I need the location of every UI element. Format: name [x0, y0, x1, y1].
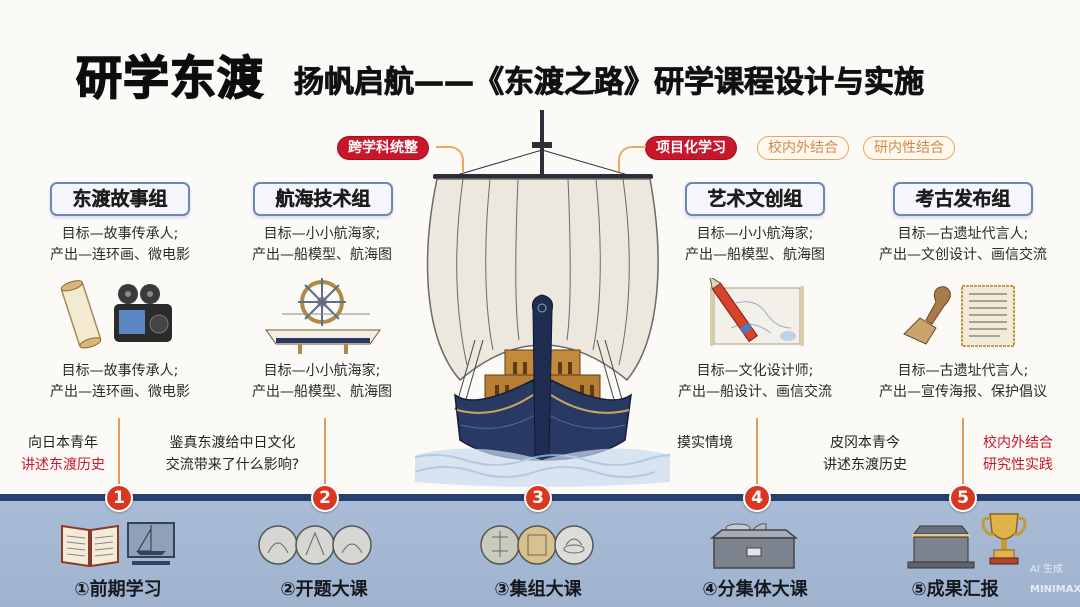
step-1-line [118, 418, 120, 486]
step-3-label: ③集组大课 [494, 579, 582, 600]
group-box-story: 东渡故事组 [50, 182, 190, 216]
group-art-bottom-desc: 目标—文化设计师; 产出—船设计、画信交流 [678, 363, 832, 400]
brand-watermark: MINIMAX [1030, 584, 1080, 595]
step-1-label: ①前期学习 [74, 579, 162, 600]
step-3-badge: 3 [524, 484, 552, 512]
step-2-label: ②开题大课 [280, 579, 368, 600]
ship-illustration [415, 110, 670, 490]
group-story-bottom-desc: 目标—故事传承人; 产出—连环画、微电影 [50, 363, 190, 400]
group-navigation-note: 鉴真东渡给中日文化 交流带来了什么影响? [165, 435, 300, 473]
group-box-art: 艺术文创组 [685, 182, 825, 216]
step-5-label: ⑤成果汇报 [911, 579, 999, 600]
group-navigation-bottom-desc: 目标—小小航海家; 产出—船模型、航海图 [252, 363, 392, 400]
tag-school-combo: 校内外结合 [757, 136, 849, 160]
group-story-note: 向日本青年 讲述东渡历史 [21, 435, 105, 473]
open-book-icon [60, 522, 120, 568]
group-archaeology-top-desc: 目标—古遗址代言人; 产出—文创设计、画信交流 [879, 226, 1047, 263]
manuscript-icon [960, 284, 1016, 348]
group-box-archaeology: 考古发布组 [893, 182, 1033, 216]
step-4-line [756, 418, 758, 486]
ship-wheel-model-icon [262, 274, 384, 358]
pedestal-icon [906, 524, 976, 570]
step-5-badge: 5 [949, 484, 977, 512]
group-archaeology-note: 皮冈本青今 讲述东渡历史 [823, 435, 907, 473]
connector-left [436, 146, 464, 172]
camera-icon [110, 282, 176, 344]
group-archaeology-note-right: 校内外结合 研究性实践 [983, 435, 1053, 473]
archaeology-coins-icon [478, 523, 598, 567]
tag-project-learning: 项目化学习 [645, 136, 737, 160]
step-4-badge: 4 [743, 484, 771, 512]
group-archaeology-bottom-desc: 目标—古遗址代言人; 产出—宣传海报、保护倡议 [879, 363, 1047, 400]
step-2-badge: 2 [311, 484, 339, 512]
trowel-icon [898, 282, 958, 348]
step-2-line [324, 418, 326, 486]
monitor-ship-icon [126, 521, 176, 567]
tag-interdisciplinary: 跨学科统整 [337, 136, 429, 160]
group-art-note: 摸实情境 [677, 435, 733, 451]
group-story-top-desc: 目标—故事传承人; 产出—连环画、微电影 [50, 226, 190, 263]
group-navigation-top-desc: 目标—小小航海家; 产出—船模型、航海图 [252, 226, 392, 263]
tag-research-combo: 研内性结合 [863, 136, 955, 160]
group-box-navigation: 航海技术组 [253, 182, 393, 216]
ancient-coins-icon [256, 523, 376, 567]
trophy-icon [980, 510, 1028, 568]
step-1-badge: 1 [105, 484, 133, 512]
connector-right [618, 146, 646, 172]
storage-box-icon [710, 518, 798, 570]
page-subtitle: 扬帆启航——《东渡之路》研学课程设计与实施 [294, 65, 925, 101]
step-5-line [962, 418, 964, 486]
map-pencil-icon [706, 278, 806, 350]
ai-generated-watermark: AI 生成 [1030, 564, 1063, 575]
page-title: 研学东渡 [75, 50, 264, 106]
group-art-top-desc: 目标—小小航海家; 产出—船模型、航海图 [685, 226, 825, 263]
scroll-icon [58, 278, 106, 350]
step-4-label: ④分集体大课 [702, 579, 808, 600]
